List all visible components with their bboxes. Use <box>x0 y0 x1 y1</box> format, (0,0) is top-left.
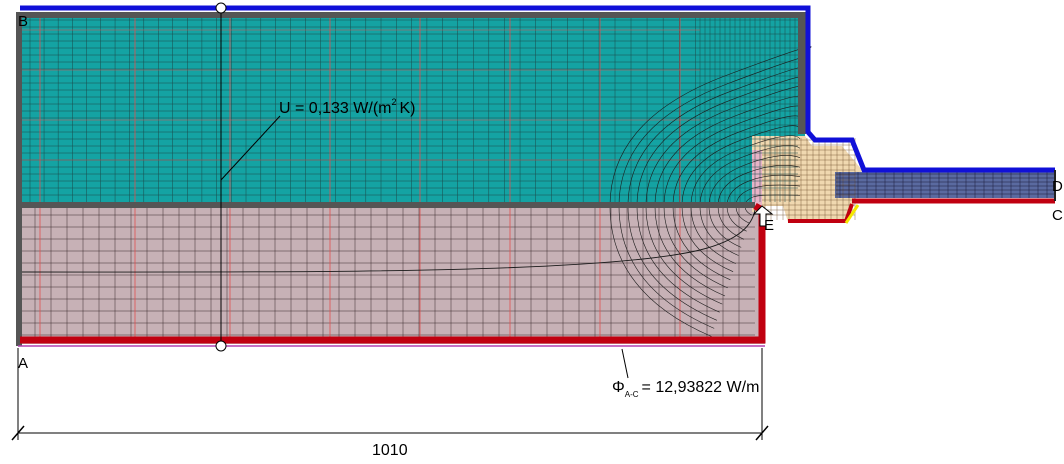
top-plaster <box>16 12 806 18</box>
isotherm <box>609 205 712 337</box>
isotherm <box>699 205 739 256</box>
point-label-a: A <box>18 355 28 372</box>
insulation-mesh <box>22 18 798 202</box>
isotherm <box>672 115 801 207</box>
exterior-boundary-blue <box>20 5 1055 173</box>
dimension-tick-left <box>11 425 25 441</box>
u-value-leader <box>220 115 281 181</box>
section-marker-top <box>215 2 227 14</box>
heat-flux-lines <box>22 18 700 338</box>
frame-boundary-yellow <box>844 204 860 224</box>
isotherm <box>627 205 718 321</box>
isotherm <box>690 135 801 207</box>
glazing-unit <box>835 172 1055 198</box>
isotherm <box>717 165 801 207</box>
layer-interface <box>20 202 755 208</box>
point-label-c: C <box>1052 207 1063 224</box>
isotherm <box>21 209 756 273</box>
isotherm <box>618 205 715 329</box>
glazing-mesh <box>836 172 1054 198</box>
flux-leader <box>621 348 629 379</box>
masonry-mesh <box>22 208 755 338</box>
isotherm <box>708 155 801 207</box>
frame-seal <box>752 150 762 208</box>
isotherm <box>690 205 736 264</box>
isotherm <box>699 145 801 207</box>
frame-mesh <box>762 138 856 220</box>
isotherm <box>645 205 723 305</box>
isotherm-lines <box>21 46 812 337</box>
isotherm <box>708 205 742 248</box>
interior-arrow-icon <box>752 205 774 227</box>
isotherm <box>654 205 726 297</box>
isotherm <box>636 205 720 313</box>
point-label-d: D <box>1052 178 1063 195</box>
inner-plaster-right <box>798 14 806 134</box>
dimension-tick-right <box>755 425 769 441</box>
dimension-value: 1010 <box>372 442 408 459</box>
isotherm <box>663 105 802 207</box>
isotherm <box>717 205 745 240</box>
isotherm <box>672 205 731 281</box>
isotherm <box>681 205 734 272</box>
point-label-b: B <box>18 13 28 30</box>
section-marker-bottom <box>215 340 227 352</box>
isotherm <box>726 174 801 207</box>
interior-boundary-red <box>20 202 766 344</box>
isotherm <box>735 184 801 207</box>
heat-flow-label: ΦA-C= 12,93822 W/m <box>612 379 759 399</box>
isotherm <box>681 125 801 207</box>
point-label-e: E <box>764 217 774 234</box>
left-plaster <box>16 12 22 346</box>
